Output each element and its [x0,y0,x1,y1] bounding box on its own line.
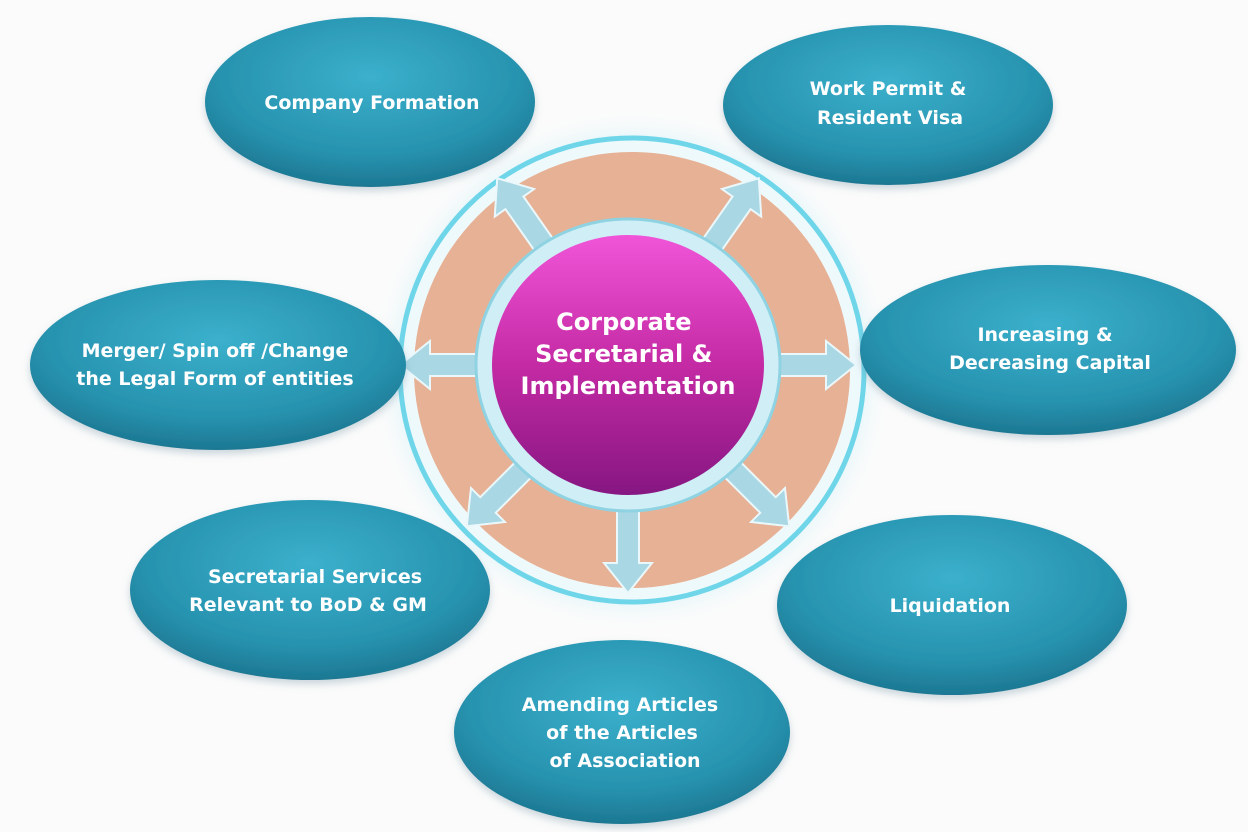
node-capital: Increasing &Decreasing Capital [860,265,1236,435]
node-label: Liquidation [890,595,1011,617]
arrow-up-right-icon [697,176,763,259]
center-label: Corporate Secretarial & Implementation [521,308,736,400]
arrow-up-left-icon [493,176,559,259]
arrow-down-icon [601,504,655,595]
node-label: Company Formation [264,92,479,114]
arrow-down-right-icon [717,454,791,528]
node-liquidation: Liquidation [777,515,1127,695]
center-node [492,235,764,495]
node-label: Increasing &Decreasing Capital [949,324,1151,374]
node-label: Work Permit &Resident Visa [810,78,967,129]
arrows-group [398,176,858,595]
node-work-permit: Work Permit &Resident Visa [723,25,1053,185]
node-company-formation: Company Formation [205,17,535,187]
